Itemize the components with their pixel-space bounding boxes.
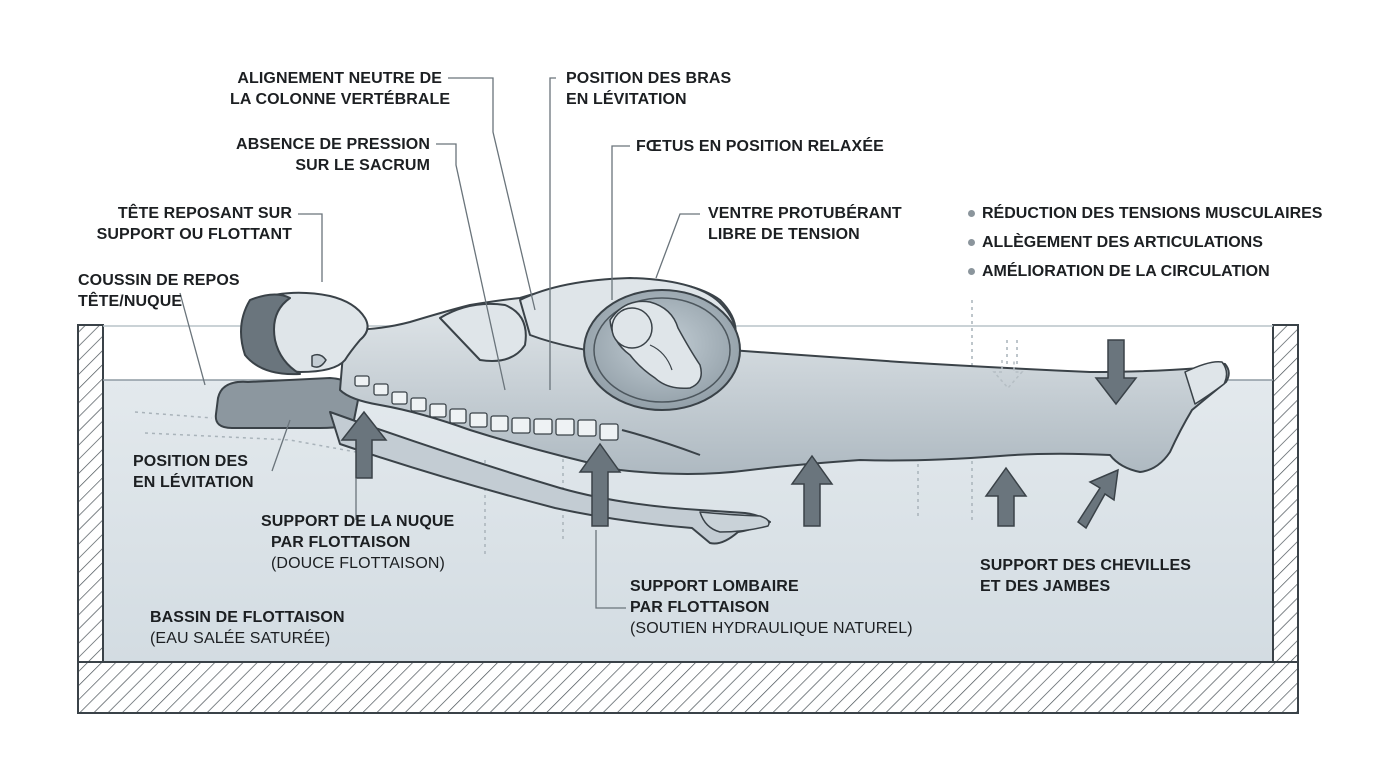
benefit-item: AMÉLIORATION DE LA CIRCULATION bbox=[968, 261, 1322, 290]
arrow-ankle bbox=[1076, 468, 1119, 530]
bullet-icon bbox=[968, 239, 975, 246]
ear bbox=[311, 353, 327, 368]
arrow-calf bbox=[984, 466, 1028, 527]
label-arms-position-left-line2: EN LÉVITATION bbox=[133, 474, 254, 491]
label-lumbar-support-line2: PAR FLOTTAISON bbox=[630, 599, 770, 616]
label-spine-alignment: ALIGNEMENT NEUTRE DE LA COLONNE VERTÉBRA… bbox=[230, 68, 451, 110]
label-spine-alignment-line2: LA COLONNE VERTÉBRALE bbox=[230, 91, 451, 108]
buoyancy-arrows bbox=[340, 339, 1138, 530]
label-belly-line1: VENTRE PROTUBÉRANT bbox=[708, 205, 902, 222]
leader-lines bbox=[179, 77, 700, 609]
arrow-neck bbox=[340, 410, 388, 479]
benefit-text: AMÉLIORATION DE LA CIRCULATION bbox=[982, 263, 1270, 280]
bullet-icon bbox=[968, 268, 975, 275]
benefit-text: RÉDUCTION DES TENSIONS MUSCULAIRES bbox=[982, 205, 1323, 222]
label-fetus: FŒTUS EN POSITION RELAXÉE bbox=[636, 138, 884, 155]
label-head-cushion-line2: TÊTE/NUQUE bbox=[78, 293, 183, 310]
label-legs-support-line2: ET DES JAMBES bbox=[980, 578, 1111, 595]
label-lumbar-support: SUPPORT LOMBAIRE PAR FLOTTAISON (SOUTIEN… bbox=[630, 576, 913, 639]
label-pool: BASSIN DE FLOTTAISON (EAU SALÉE SATURÉE) bbox=[150, 607, 345, 649]
pool-wall-left bbox=[77, 324, 104, 714]
label-arms-position-top-line1: POSITION DES BRAS bbox=[566, 70, 732, 87]
fetus-head bbox=[611, 307, 653, 349]
hand bbox=[699, 511, 770, 533]
womb bbox=[583, 289, 741, 411]
label-arms-position-top-line2: EN LÉVITATION bbox=[566, 91, 687, 108]
hair bbox=[240, 293, 301, 376]
label-arms-position-left-line1: POSITION DES bbox=[133, 453, 248, 470]
label-no-sacrum-pressure-line1: ABSENCE DE PRESSION bbox=[236, 136, 430, 153]
label-neck-support-line2: PAR FLOTTAISON bbox=[271, 534, 411, 551]
label-head-cushion-line1: COUSSIN DE REPOS bbox=[78, 272, 240, 289]
label-belly: VENTRE PROTUBÉRANT LIBRE DE TENSION bbox=[708, 203, 902, 245]
label-lumbar-support-line1: SUPPORT LOMBAIRE bbox=[630, 578, 799, 595]
benefit-item: RÉDUCTION DES TENSIONS MUSCULAIRES bbox=[968, 203, 1322, 232]
label-neck-support: SUPPORT DE LA NUQUE PAR FLOTTAISON (DOUC… bbox=[261, 511, 454, 574]
label-head-cushion: COUSSIN DE REPOS TÊTE/NUQUE bbox=[78, 270, 240, 312]
label-arms-position-top: POSITION DES BRAS EN LÉVITATION bbox=[566, 68, 731, 110]
arrow-lumbar bbox=[578, 442, 622, 527]
label-head-support-line2: SUPPORT OU FLOTTANT bbox=[96, 226, 292, 243]
label-neck-support-line1: SUPPORT DE LA NUQUE bbox=[261, 513, 455, 530]
arrow-thigh bbox=[790, 454, 834, 527]
label-no-sacrum-pressure: ABSENCE DE PRESSION SUR LE SACRUM bbox=[220, 134, 430, 176]
label-head-support-line1: TÊTE REPOSANT SUR bbox=[117, 205, 292, 222]
arrow-down-outline bbox=[992, 360, 1024, 390]
arrow-down-shin bbox=[1094, 339, 1138, 406]
bullet-icon bbox=[968, 210, 975, 217]
label-neck-support-sub: (DOUCE FLOTTAISON) bbox=[271, 555, 445, 572]
foot bbox=[1184, 360, 1228, 405]
label-legs-support: SUPPORT DES CHEVILLES ET DES JAMBES bbox=[980, 555, 1191, 597]
label-head-support: TÊTE REPOSANT SUR SUPPORT OU FLOTTANT bbox=[92, 203, 292, 245]
label-pool-line1: BASSIN DE FLOTTAISON bbox=[150, 609, 345, 626]
label-arms-position-left: POSITION DES EN LÉVITATION bbox=[133, 451, 254, 493]
label-spine-alignment-line1: ALIGNEMENT NEUTRE DE bbox=[237, 70, 442, 87]
pool-wall-right bbox=[1272, 324, 1299, 714]
label-lumbar-support-sub: (SOUTIEN HYDRAULIQUE NATUREL) bbox=[630, 620, 913, 637]
benefits-list: RÉDUCTION DES TENSIONS MUSCULAIRES ALLÈG… bbox=[968, 203, 1322, 290]
breast bbox=[439, 302, 527, 362]
label-legs-support-line1: SUPPORT DES CHEVILLES bbox=[980, 557, 1192, 574]
spine bbox=[354, 375, 701, 456]
benefit-text: ALLÈGEMENT DES ARTICULATIONS bbox=[982, 234, 1263, 251]
label-belly-line2: LIBRE DE TENSION bbox=[708, 226, 860, 243]
label-no-sacrum-pressure-line2: SUR LE SACRUM bbox=[295, 157, 430, 174]
label-pool-sub: (EAU SALÉE SATURÉE) bbox=[150, 630, 331, 647]
pool-floor bbox=[77, 661, 1299, 714]
benefit-item: ALLÈGEMENT DES ARTICULATIONS bbox=[968, 232, 1322, 261]
